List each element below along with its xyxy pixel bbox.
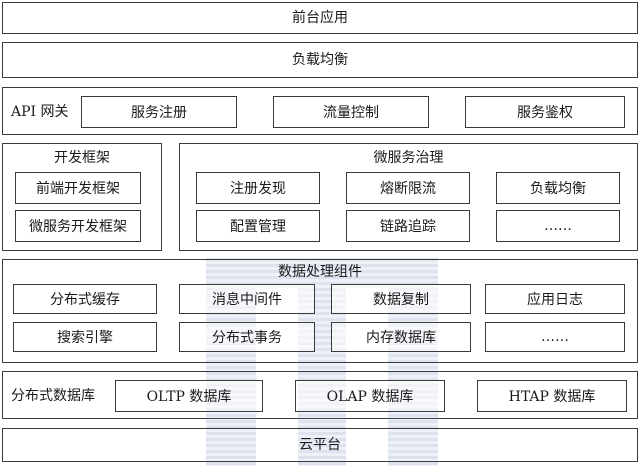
dev-framework-title: 开发框架: [54, 150, 110, 166]
dev-framework-panel: 开发框架 前端开发框架 微服务开发框架: [2, 143, 162, 251]
api-gateway-label: API 网关: [11, 104, 69, 120]
data-component-item: 消息中间件: [179, 284, 315, 314]
data-components-panel: 数据处理组件 分布式缓存 消息中间件 数据复制 应用日志 搜索引擎 分布式事务 …: [2, 259, 638, 363]
database-item: OLAP 数据库: [295, 380, 445, 412]
load-balancer-label: 负载均衡: [292, 52, 348, 68]
api-gateway-item: 服务注册: [81, 96, 237, 128]
data-component-item: 分布式事务: [179, 322, 315, 352]
governance-item: 熔断限流: [346, 172, 470, 204]
api-gateway-layer: API 网关 服务注册 流量控制 服务鉴权: [2, 87, 638, 135]
api-gateway-item: 服务鉴权: [465, 96, 625, 128]
dev-framework-item: 微服务开发框架: [15, 210, 141, 242]
data-component-item: ……: [485, 322, 625, 352]
watermark-graphic: [206, 258, 438, 466]
load-balancer-layer: 负载均衡: [2, 42, 638, 78]
governance-item: ……: [496, 210, 620, 242]
governance-item: 链路追踪: [346, 210, 470, 242]
data-component-item: 数据复制: [331, 284, 471, 314]
databases-layer: 分布式数据库 OLTP 数据库 OLAP 数据库 HTAP 数据库: [2, 371, 638, 419]
data-components-title: 数据处理组件: [278, 264, 362, 280]
cloud-platform-label: 云平台: [299, 437, 341, 453]
database-item: OLTP 数据库: [115, 380, 263, 412]
governance-item: 负载均衡: [496, 172, 620, 204]
governance-panel: 微服务治理 注册发现 熔断限流 负载均衡 配置管理 链路追踪 ……: [179, 143, 638, 251]
database-item: HTAP 数据库: [477, 380, 627, 412]
databases-label: 分布式数据库: [11, 388, 95, 404]
api-gateway-item: 流量控制: [273, 96, 429, 128]
dev-framework-item: 前端开发框架: [15, 172, 141, 204]
governance-title: 微服务治理: [373, 150, 444, 166]
data-component-item: 搜索引擎: [13, 322, 157, 352]
data-component-item: 内存数据库: [331, 322, 471, 352]
governance-item: 注册发现: [196, 172, 320, 204]
frontend-label: 前台应用: [292, 10, 348, 26]
governance-item: 配置管理: [196, 210, 320, 242]
cloud-platform-layer: 云平台: [2, 428, 638, 462]
frontend-layer: 前台应用: [2, 2, 638, 34]
data-component-item: 应用日志: [485, 284, 625, 314]
data-component-item: 分布式缓存: [13, 284, 157, 314]
